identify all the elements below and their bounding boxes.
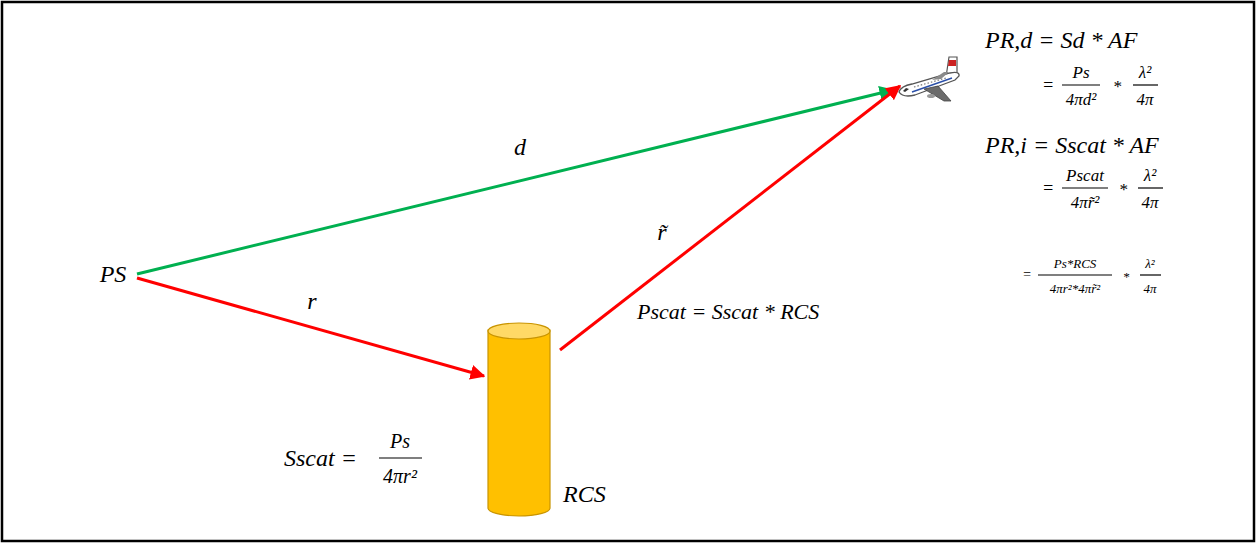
equation-term: *	[1123, 270, 1130, 283]
scattered-path	[560, 86, 900, 350]
fraction-bar	[1038, 274, 1112, 275]
equation-term: *	[1113, 78, 1122, 95]
cylinder-top	[488, 323, 550, 339]
node-label: RCS	[563, 482, 606, 506]
direct-path	[137, 90, 893, 274]
equation-term: Ps	[1073, 64, 1090, 81]
equation-term: Pscat	[1066, 167, 1104, 184]
equation-term: λ²	[1144, 167, 1156, 184]
equation-term: λ²	[1139, 64, 1151, 81]
airplane-wing	[924, 86, 951, 101]
equation-term: 4π	[1143, 282, 1156, 295]
fraction-bar	[1138, 187, 1163, 188]
airplane-wing-far	[932, 72, 949, 80]
cylinder-body	[488, 330, 550, 516]
equation-term: Pscat = Sscat * RCS	[637, 301, 819, 323]
cylinder-shape	[487, 322, 551, 518]
fraction-bar	[1062, 84, 1100, 85]
airplane-windows	[914, 78, 946, 87]
equation-term: 4πd²	[1066, 91, 1097, 108]
fraction-bar	[1133, 84, 1158, 85]
fraction-bar	[1140, 274, 1161, 275]
equation-term: PR,d = Sd * AF	[985, 28, 1137, 52]
airplane-engine	[927, 94, 935, 98]
airplane-tail-mark	[948, 60, 956, 66]
equation-term: λ²	[1145, 257, 1155, 270]
airplane-icon	[899, 57, 959, 101]
equation-term: PR,i = Sscat * AF	[985, 133, 1159, 157]
airplane-stripe	[912, 78, 952, 92]
equation-term: 4πr²	[383, 466, 417, 486]
equation-term: =	[1042, 179, 1054, 197]
equation-term: *	[1119, 181, 1128, 198]
airplane-cockpit	[903, 88, 909, 92]
equation-term: =	[1042, 76, 1054, 94]
equation-term: r	[307, 289, 316, 313]
equation-term: PS	[100, 262, 127, 286]
fraction-bar	[1062, 187, 1108, 188]
equation-term: 4πr²*4πr̃²	[1050, 282, 1100, 295]
fraction-bar	[379, 457, 422, 458]
incident-path	[137, 278, 484, 376]
equation-term: 4π	[1141, 194, 1158, 211]
equation-term: d	[514, 135, 526, 159]
equation-term: 4π	[1136, 91, 1153, 108]
equation-term: Sscat =	[284, 446, 357, 470]
equation-term: =	[1022, 268, 1031, 282]
signal-paths	[137, 86, 900, 376]
equation-term: Ps	[390, 431, 410, 451]
equation-term: Ps*RCS	[1054, 257, 1097, 270]
equation-term: 4πr̃²	[1071, 194, 1100, 211]
scatterer-cylinder: RCS	[487, 322, 551, 518]
equation-term: r̃	[657, 220, 666, 244]
